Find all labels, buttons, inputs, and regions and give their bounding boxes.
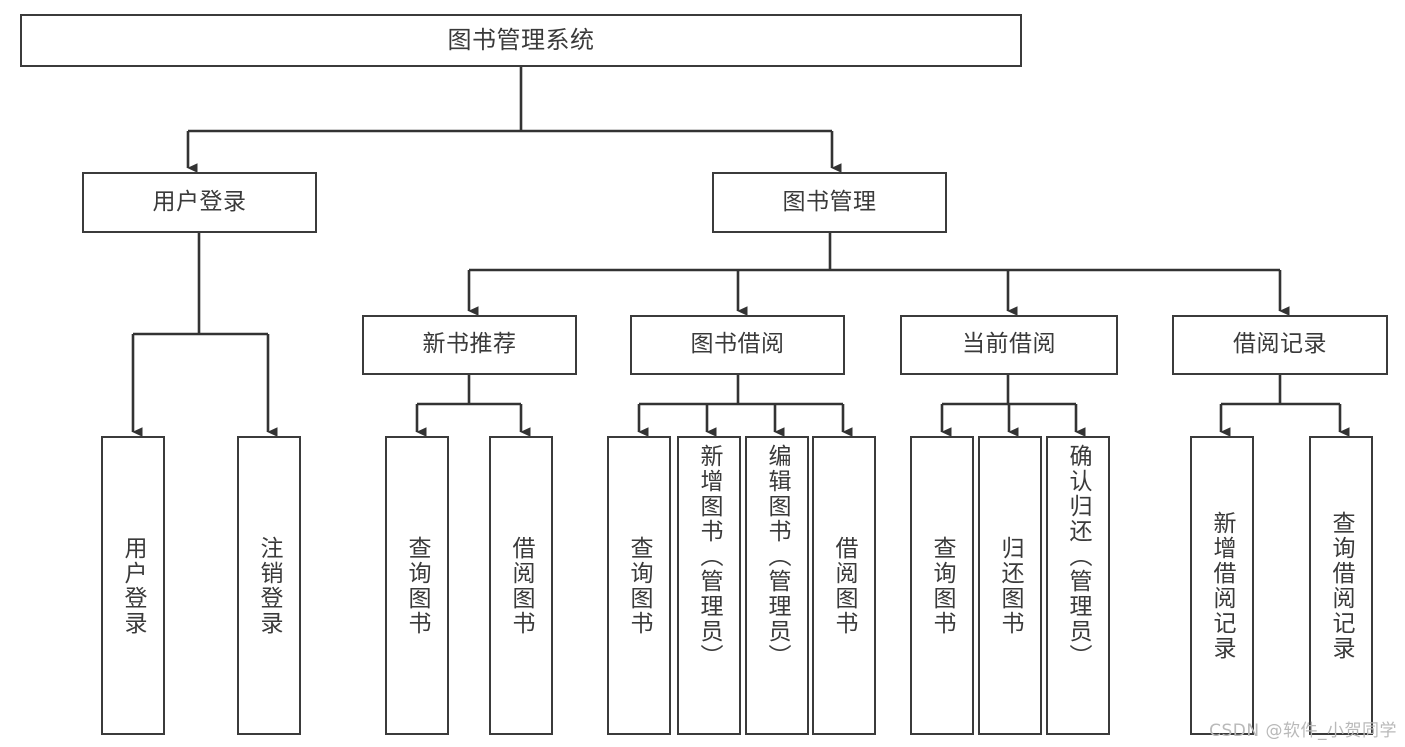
node-label: 归还图书: [997, 535, 1024, 636]
node-label: 确认归还（管理员）: [1065, 444, 1092, 669]
node-user-login[interactable]: 用户登录: [82, 172, 317, 233]
leaf-book-borrow-borrow-book[interactable]: 借阅图书: [812, 436, 876, 735]
node-label: 图书管理系统: [447, 26, 595, 55]
leaf-book-borrow-query-book[interactable]: 查询图书: [607, 436, 671, 735]
node-label: 借阅记录: [1233, 331, 1327, 358]
leaf-current-borrow-query-book[interactable]: 查询图书: [910, 436, 974, 735]
node-label: 新书推荐: [422, 331, 517, 358]
node-label: 查询图书: [626, 535, 653, 636]
node-label: 用户登录: [152, 188, 247, 215]
node-label: 用户登录: [120, 535, 147, 636]
leaf-borrow-record-query-record[interactable]: 查询借阅记录: [1309, 436, 1373, 735]
leaf-book-borrow-edit-book-admin[interactable]: 编辑图书（管理员）: [745, 436, 809, 735]
node-label: 图书管理: [782, 188, 877, 215]
leaf-borrow-record-add-record[interactable]: 新增借阅记录: [1190, 436, 1254, 735]
node-label: 查询借阅记录: [1328, 510, 1355, 661]
leaf-new-book-query-book[interactable]: 查询图书: [385, 436, 449, 735]
node-label: 借阅图书: [508, 535, 535, 636]
node-label: 新增借阅记录: [1209, 510, 1236, 661]
leaf-current-borrow-return-book[interactable]: 归还图书: [978, 436, 1042, 735]
leaf-user-login-logout[interactable]: 注销登录: [237, 436, 301, 735]
node-label: 编辑图书（管理员）: [764, 444, 791, 669]
leaf-new-book-borrow-book[interactable]: 借阅图书: [489, 436, 553, 735]
node-current-borrow[interactable]: 当前借阅: [900, 315, 1118, 375]
csdn-watermark: CSDN @软件_小贺同学: [1209, 721, 1397, 741]
leaf-user-login-login[interactable]: 用户登录: [101, 436, 165, 735]
node-label: 当前借阅: [962, 331, 1056, 358]
leaf-book-borrow-add-book-admin[interactable]: 新增图书（管理员）: [677, 436, 741, 735]
node-label: 注销登录: [256, 535, 283, 636]
node-label: 查询图书: [404, 535, 431, 636]
node-book-borrow[interactable]: 图书借阅: [630, 315, 845, 375]
node-label: 图书借阅: [690, 331, 785, 358]
node-book-management[interactable]: 图书管理: [712, 172, 947, 233]
node-label: 借阅图书: [831, 535, 858, 636]
node-label: 新增图书（管理员）: [696, 444, 723, 669]
node-label: 查询图书: [929, 535, 956, 636]
node-borrow-record[interactable]: 借阅记录: [1172, 315, 1388, 375]
leaf-current-borrow-confirm-return-admin[interactable]: 确认归还（管理员）: [1046, 436, 1110, 735]
node-root-book-management-system[interactable]: 图书管理系统: [20, 14, 1022, 67]
node-new-book-recommendation[interactable]: 新书推荐: [362, 315, 577, 375]
